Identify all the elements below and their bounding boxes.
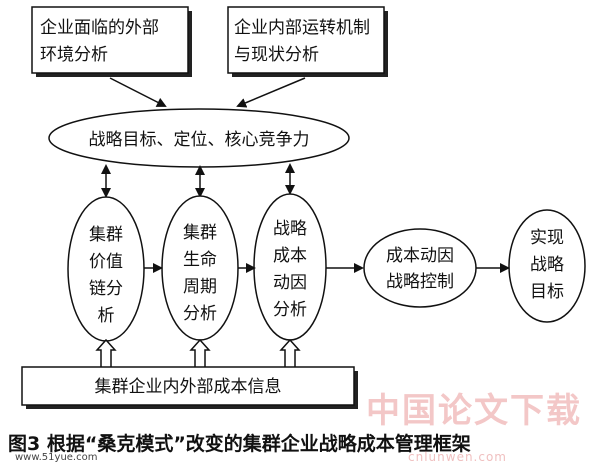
cost-control-line1: 成本动因: [386, 246, 454, 266]
achieve-goal-ellipse: 实现 战略 目标: [508, 209, 586, 323]
cost-driver-line2: 成本: [273, 246, 307, 266]
strategy-text: 战略目标、定位、核心竞争力: [89, 130, 310, 150]
achieve-goal-line3: 目标: [530, 282, 564, 302]
watermark-url-left: www.51yue.com: [15, 452, 98, 463]
life-cycle-line2: 生命: [183, 250, 217, 270]
cost-control-line2: 战略控制: [386, 272, 454, 292]
achieve-goal-line1: 实现: [530, 228, 564, 248]
cost-info-box: 集群企业内外部成本信息: [21, 366, 358, 409]
cost-info-text: 集群企业内外部成本信息: [95, 377, 282, 397]
strategy-ellipse: 战略目标、定位、核心竞争力: [48, 108, 350, 168]
cost-driver-line4: 分析: [273, 300, 307, 320]
value-chain-ellipse: 集群 价值 链分 析: [67, 196, 145, 342]
hollow-arrow-lifecycle: [189, 338, 211, 367]
value-chain-line4: 析: [98, 306, 115, 326]
life-cycle-line3: 周期: [183, 277, 217, 297]
life-cycle-ellipse: 集群 生命 周期 分析: [161, 195, 239, 341]
value-chain-line2: 价值: [89, 252, 123, 272]
internal-mech-box: 企业内部运转机制 与现状分析: [227, 6, 388, 77]
hollow-arrow-costdriver: [279, 338, 301, 367]
arrow-internal-to-strategy: [236, 77, 306, 108]
arrow-external-to-strategy: [109, 77, 167, 107]
watermark-brand: 中国论文下载: [366, 391, 582, 431]
cost-driver-line3: 动因: [273, 273, 307, 293]
hollow-arrow-valuechain: [95, 338, 117, 367]
external-env-box: 企业面临的外部 环境分析: [31, 6, 192, 77]
value-chain-line1: 集群: [89, 225, 123, 245]
internal-mech-line2: 与现状分析: [234, 45, 319, 65]
value-chain-line3: 链分: [89, 279, 123, 299]
cost-control-ellipse: 成本动因 战略控制: [363, 228, 477, 308]
achieve-goal-line2: 战略: [530, 255, 564, 275]
life-cycle-line1: 集群: [183, 223, 217, 243]
internal-mech-line1: 企业内部运转机制: [234, 18, 370, 38]
cost-driver-line1: 战略: [273, 219, 307, 239]
life-cycle-line4: 分析: [183, 304, 217, 324]
watermark-url-right: cnlunwen.com: [408, 450, 507, 464]
external-env-line2: 环境分析: [40, 45, 108, 65]
cost-driver-ellipse: 战略 成本 动因 分析: [253, 193, 327, 341]
external-env-line1: 企业面临的外部: [40, 18, 159, 38]
figure-caption: 图3 根据“桑克模式”改变的集群企业战略成本管理框架: [8, 433, 471, 455]
